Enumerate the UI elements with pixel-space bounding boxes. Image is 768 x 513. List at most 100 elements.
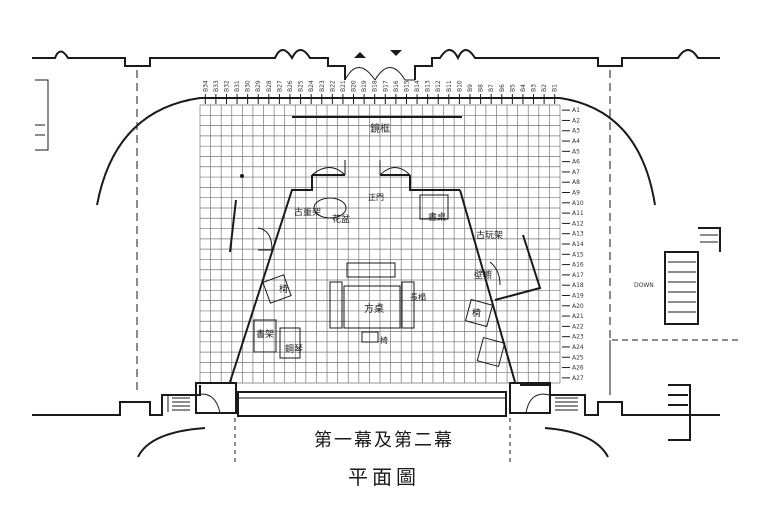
column-label: B29 (255, 80, 262, 92)
bench-right-shape (401, 281, 415, 329)
row-label: A10 (572, 200, 584, 207)
row-label: A4 (572, 138, 580, 145)
right-prosc-door (525, 393, 551, 414)
flower-pot (313, 197, 347, 219)
row-label: A11 (572, 210, 584, 217)
column-label: B25 (298, 80, 305, 92)
column-label: B21 (340, 80, 347, 92)
mirror-label: 鏡框 (370, 122, 390, 135)
column-label: B31 (234, 80, 241, 92)
desk-shape (419, 194, 449, 220)
row-label: A3 (572, 128, 580, 135)
set-left-wall (229, 175, 313, 383)
front-wall-left (32, 385, 201, 416)
left-steps (167, 395, 190, 412)
arrow-down-icon (390, 50, 402, 56)
column-label: B16 (393, 80, 400, 92)
chair-right-shape (464, 298, 494, 328)
square-table-label: 方桌 (364, 302, 384, 315)
acts-title: 第一幕及第二幕 (314, 430, 454, 451)
column-label: B34 (202, 80, 209, 92)
arrow-up-icon (354, 52, 366, 58)
left-prosc-door (195, 393, 221, 414)
table-shape (343, 285, 401, 329)
curio-shelf-label: 古玩架 (476, 229, 503, 241)
row-label: A21 (572, 313, 584, 320)
column-label: B7 (488, 84, 495, 92)
set-right-wall (409, 175, 516, 383)
column-label: B32 (223, 80, 230, 92)
proscenium-left-block (195, 382, 237, 414)
left-door-arc (257, 227, 273, 251)
chair-right-2-shape (476, 336, 506, 368)
column-label: B14 (414, 80, 421, 92)
row-label: A18 (572, 282, 584, 289)
row-label: A16 (572, 262, 584, 269)
right-flat (494, 234, 542, 301)
row-label: A1 (572, 107, 580, 114)
column-label: B30 (245, 80, 252, 92)
upstage-door-left (311, 160, 346, 176)
column-label: B33 (213, 80, 220, 92)
stage-grid (199, 104, 561, 384)
column-label: B19 (361, 80, 368, 92)
back-wall (32, 49, 720, 80)
row-label: A15 (572, 251, 584, 258)
column-label: B24 (308, 80, 315, 92)
row-label: A7 (572, 169, 580, 176)
column-label: B18 (372, 80, 379, 92)
column-label: B5 (509, 84, 516, 92)
plan-title: 平面圖 (348, 465, 420, 489)
column-label: B2 (541, 84, 548, 92)
column-label: B28 (266, 80, 273, 92)
row-label: A27 (572, 375, 584, 382)
column-label: B3 (531, 84, 538, 92)
flower-label: 花盆 (332, 213, 350, 225)
proscenium-right-block (509, 382, 551, 414)
upstage-door-right (379, 160, 411, 176)
right-front-arc (544, 427, 609, 458)
column-label: B10 (456, 80, 463, 92)
row-label: A22 (572, 323, 584, 330)
left-arc-wall (96, 97, 201, 206)
bookcase-label: 書架 (256, 328, 274, 340)
column-label: B27 (276, 80, 283, 92)
row-labels: A1A2A3A4A5A6A7A8A9A10A11A12A13A14A15A16A… (562, 107, 584, 382)
left-flat (229, 199, 237, 253)
right-lower-stair (668, 384, 691, 441)
down-label: DOWN (634, 282, 654, 289)
desk-label: 書桌 (428, 211, 446, 223)
stool-label: 椅 (380, 335, 388, 345)
right-steps (555, 397, 578, 411)
column-label: B1 (552, 84, 559, 92)
column-label: B15 (403, 80, 410, 92)
row-label: A20 (572, 303, 584, 310)
column-label: B23 (319, 80, 326, 92)
column-label: B9 (467, 84, 474, 92)
door-label: 正門 (368, 193, 384, 202)
stool-shape (361, 331, 379, 343)
row-label: A24 (572, 344, 584, 351)
right-door-arc (489, 261, 501, 286)
right-staircase (664, 227, 721, 325)
row-label: A6 (572, 159, 580, 166)
row-label: A26 (572, 365, 584, 372)
piano-shape (279, 327, 301, 359)
sofa-shape (346, 262, 396, 278)
row-label: A25 (572, 354, 584, 361)
right-arc-wall (559, 97, 656, 206)
piano-label: 鋼琴 (285, 343, 303, 355)
column-label: B20 (351, 80, 358, 92)
right-stair-treads (668, 234, 718, 313)
antique-cabinet-label: 古董架 (294, 206, 321, 218)
row-label: A13 (572, 231, 584, 238)
column-label: B4 (520, 84, 527, 92)
row-label: A8 (572, 179, 580, 186)
column-label: B17 (382, 80, 389, 92)
column-label: B6 (499, 84, 506, 92)
row-label: A2 (572, 117, 580, 124)
dot-marker (240, 174, 244, 178)
